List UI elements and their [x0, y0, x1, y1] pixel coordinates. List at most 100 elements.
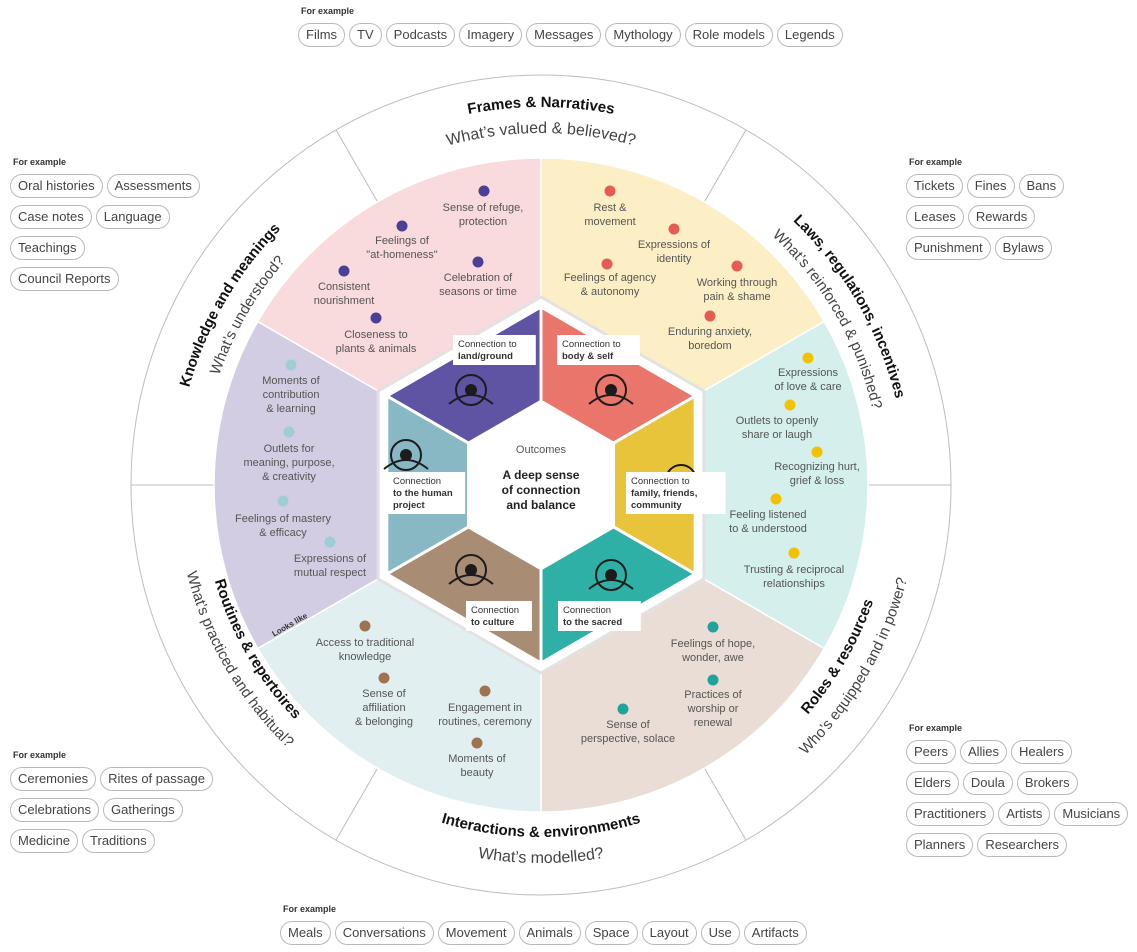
wedge-item-dot: [731, 260, 743, 272]
wedge-item-dot: [784, 399, 796, 411]
icon-core: [465, 564, 477, 576]
example-pill: Meals: [280, 921, 331, 945]
example-pill: Practitioners: [906, 802, 995, 826]
wedge-item-text: contribution: [263, 389, 320, 401]
examples-left-top: For example Oral histories Assessments C…: [10, 157, 200, 298]
examples-top: For example Films TV Podcasts Imagery Me…: [298, 6, 843, 54]
wedge-item-text: Sense of refuge,: [443, 202, 524, 214]
wedge-item-text: "at-homeness": [366, 249, 437, 261]
wedge-item-text: Expressions: [778, 367, 838, 379]
wedge-item-text: Feelings of: [375, 235, 430, 247]
label-box-text: Connection: [563, 605, 611, 616]
wedge-item-text: of love & care: [774, 381, 841, 393]
wedge-item-text: knowledge: [339, 651, 392, 663]
wedge-item-dot: [285, 359, 297, 371]
example-pill: Peers: [906, 740, 956, 764]
pill-row: Peers Allies Healers: [906, 740, 1128, 764]
people-figures-icon: [383, 439, 429, 471]
wedge-item-dot: [378, 672, 390, 684]
pill-row: Case notes Language: [10, 205, 200, 229]
wedge-item-text: wonder, awe: [681, 652, 744, 664]
example-pill: Animals: [518, 921, 581, 945]
wedge-item-text: renewal: [694, 717, 733, 729]
ring-divider: [335, 767, 378, 841]
wedge-item-dot: [370, 312, 382, 324]
icon-stroke: [595, 374, 627, 406]
example-pill: Allies: [959, 740, 1008, 764]
label-box-bg: [626, 472, 726, 514]
label-box-text: to the sacred: [563, 617, 622, 628]
wedge-item-text: worship or: [687, 703, 739, 715]
wedge-item-dot: [770, 493, 782, 505]
label-box-text: Connection to: [631, 476, 690, 487]
wedge-item-dot: [604, 185, 616, 197]
wedge-item-text: perspective, solace: [581, 733, 675, 745]
label-box-text: land/ground: [458, 351, 513, 362]
example-pill: Researchers: [977, 833, 1068, 857]
label-box-text: Connection to: [458, 339, 517, 350]
examples-title: For example: [13, 750, 67, 760]
pill-row: Elders Doula Brokers: [906, 771, 1128, 795]
wedge-item-dot: [802, 352, 814, 364]
wedge-item-text: Feelings of mastery: [235, 513, 331, 525]
icon-stroke: [588, 579, 634, 590]
example-pill: Rites of passage: [100, 767, 213, 791]
wedge-item-dot: [704, 310, 716, 322]
example-pill: Traditions: [82, 829, 155, 853]
ring-divider: [335, 129, 378, 203]
wedge-item-text: & autonomy: [581, 286, 640, 298]
wedge-item-text: & learning: [266, 403, 316, 415]
wedge-item-dot: [707, 621, 719, 633]
label-box-text: to culture: [471, 617, 514, 628]
examples-title: For example: [283, 904, 337, 914]
bison-icon: [448, 554, 494, 586]
label-box-bg: [388, 472, 466, 514]
wedge-item-text: Closeness to: [344, 329, 408, 341]
wedge-item-dot: [707, 674, 719, 686]
pill-row: Leases Rewards: [906, 205, 1064, 229]
ring-question-interactions: What’s modelled?: [477, 845, 605, 867]
examples-title: For example: [301, 6, 355, 16]
wedge-item-text: Sense of: [362, 688, 406, 700]
wedge-item-text: mutual respect: [294, 567, 366, 579]
example-pill: Brokers: [1016, 771, 1078, 795]
wedge-item-text: & efficacy: [259, 527, 307, 539]
examples-title: For example: [909, 723, 963, 733]
example-pill: Ceremonies: [10, 767, 97, 791]
center-hexagon: [466, 400, 616, 570]
wedge-item-text: Feeling listened: [729, 509, 806, 521]
examples-right-top: For example Tickets Fines Bans Leases Re…: [906, 157, 1065, 267]
example-pill: Legends: [776, 23, 843, 47]
wedge-item-text: Expressions of: [294, 553, 367, 565]
wedge-item-dot: [472, 256, 484, 268]
wedge-item-text: Outlets for: [264, 443, 315, 455]
label-box-text: Connection to: [562, 339, 621, 350]
example-pill: Elders: [906, 771, 959, 795]
ring-title-frames: Frames & Narratives: [466, 94, 616, 118]
center-title: of connection: [502, 483, 581, 497]
wedge-item-text: Trusting & reciprocal: [744, 564, 844, 576]
icon-stroke: [448, 394, 494, 405]
wedge-item-text: Sense of: [606, 719, 650, 731]
ring-title-frames-path: Frames & Narratives: [466, 94, 616, 118]
wedge-item-text: Working through: [697, 277, 778, 289]
icon-stroke: [595, 559, 627, 591]
label-box-text: to the human: [393, 488, 453, 499]
pill-row: Medicine Traditions: [10, 829, 213, 853]
ring-divider: [704, 767, 747, 841]
label-box-text: Connection: [471, 605, 519, 616]
example-pill: Artists: [998, 802, 1051, 826]
example-pill: Language: [95, 205, 170, 229]
wedge-item-text: boredom: [688, 340, 731, 352]
wedge-item-text: to & understood: [729, 523, 807, 535]
pill-row: Council Reports: [10, 267, 200, 291]
center-title: A deep sense: [503, 468, 580, 482]
examples-title: For example: [909, 157, 963, 167]
example-pill: Bans: [1018, 174, 1065, 198]
example-pill: Conversations: [334, 921, 434, 945]
ring-divider: [704, 129, 747, 203]
